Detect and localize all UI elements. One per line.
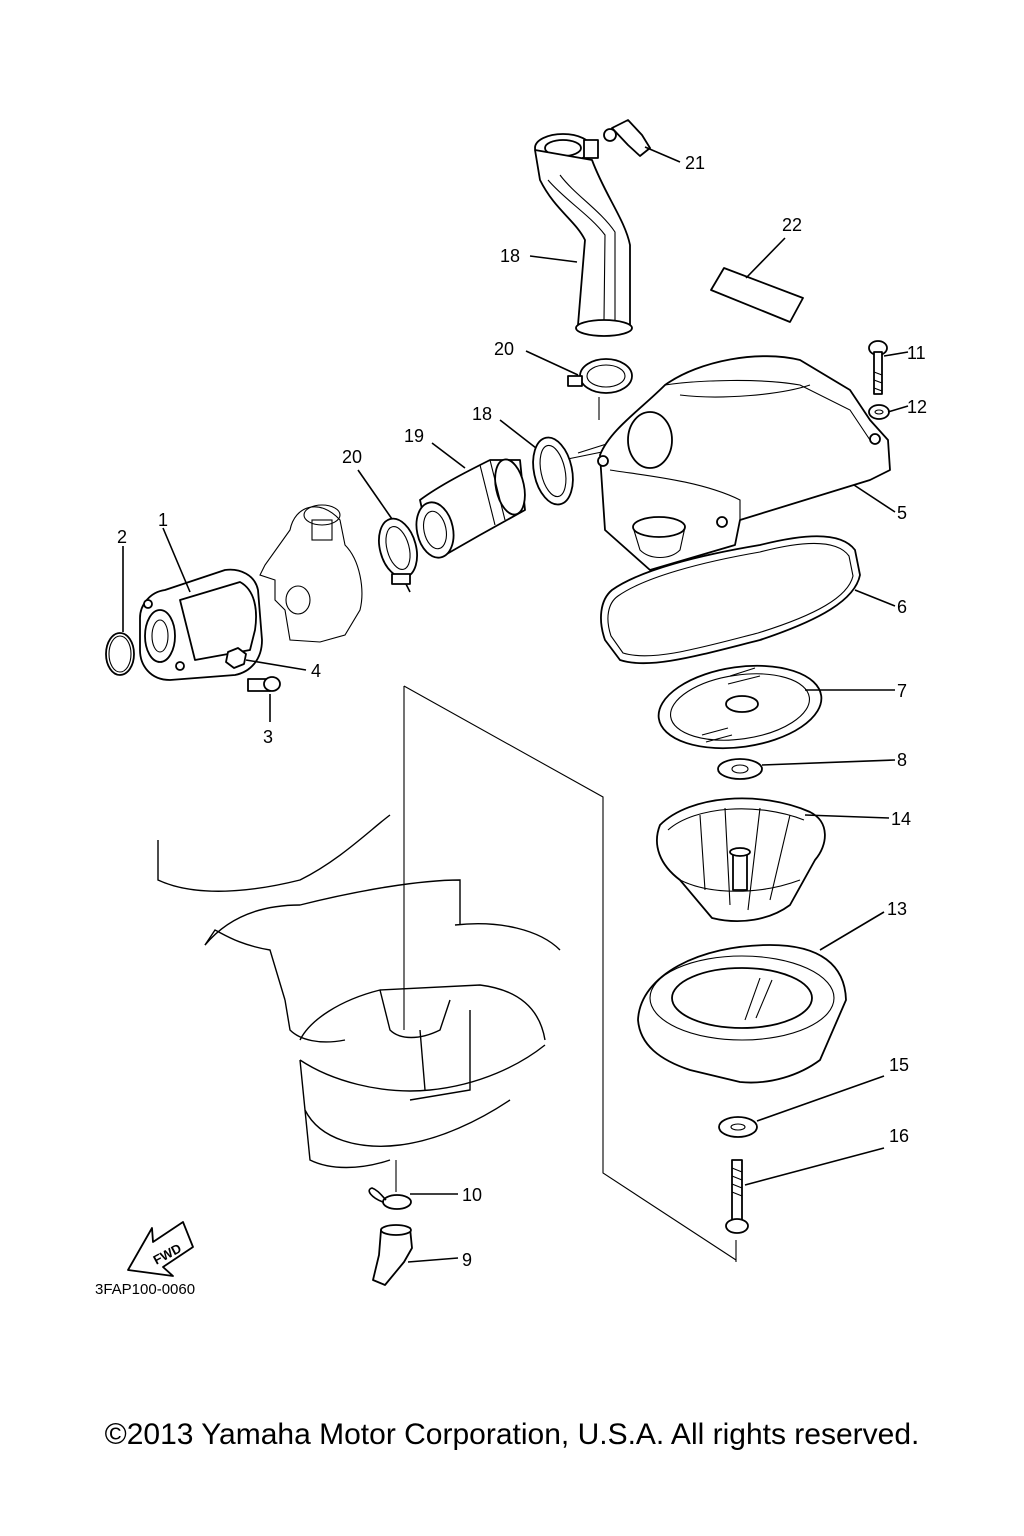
part-15-washer [718,1116,758,1138]
diagram-code: 3FAP100-0060 [95,1281,195,1298]
fwd-arrow: FWD [127,1221,194,1277]
callout-5: 5 [897,503,907,523]
part-19-joint [415,458,526,559]
part-3-bolt [247,676,281,692]
callout-3: 3 [263,727,273,747]
part-22-label [710,267,804,323]
callout-21: 21 [685,153,705,173]
part-20-clamp-upper [567,358,633,394]
part-8-nut [717,758,763,780]
part-6-gasket [600,535,861,665]
callout-13: 13 [887,899,907,919]
callout-6: 6 [897,597,907,617]
callout-17: 18 [500,246,520,266]
callout-16: 16 [889,1126,909,1146]
part-4-nut [225,647,247,669]
callout-12: 12 [907,397,927,417]
callout-10: 10 [462,1185,482,1205]
part-12-washer [868,404,890,420]
callout-22: 22 [782,215,802,235]
copyright-notice: ©2013 Yamaha Motor Corporation, U.S.A. A… [104,1418,920,1451]
part-16-bolt [725,1159,749,1234]
callout-11: 11 [907,343,926,363]
part-18-clamp [532,436,574,506]
callout-2: 2 [117,527,127,547]
part-11-screw [868,340,888,395]
part-21-elbow-fitting [603,119,651,157]
carburetor-phantom [259,504,363,643]
callout-20-upper: 20 [494,339,514,359]
callout-leaders [122,146,909,1263]
callout-15: 15 [889,1055,909,1075]
callout-7: 7 [897,681,907,701]
callout-labels: 21 22 18 20 11 12 18 19 20 5 1 2 6 4 7 3… [95,153,927,1298]
part-13-air-filter [637,944,847,1084]
callout-8: 8 [897,750,907,770]
callout-18: 18 [472,404,492,424]
part-14-filter-cage [656,797,826,923]
callout-1: 1 [158,510,168,530]
part-10-clip [368,1187,412,1210]
part-9-drain-cap [372,1224,413,1286]
part-2-o-ring [105,632,135,676]
callout-14: 14 [891,809,911,829]
callout-20-lower: 20 [342,447,362,467]
part-17-intake-duct [534,133,633,337]
part-7-filter-guide [657,664,823,750]
part-5-airbox-case [597,355,891,571]
frame-outline [157,814,561,1169]
callout-4: 4 [311,661,321,681]
callout-19: 19 [404,426,424,446]
part-20-clamp-lower [378,517,418,593]
callout-9: 9 [462,1250,472,1270]
